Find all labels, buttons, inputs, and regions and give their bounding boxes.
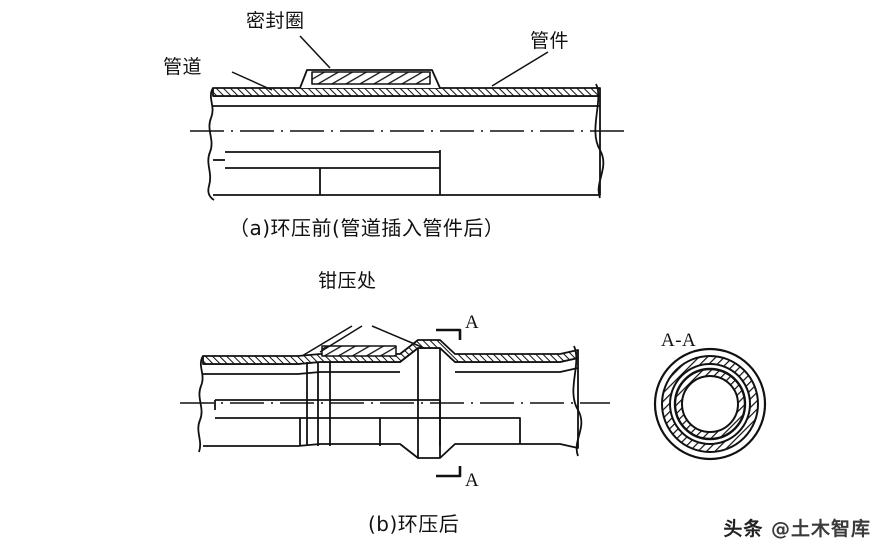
leader-seal-ring bbox=[299, 35, 331, 69]
leader-fitting bbox=[491, 51, 549, 87]
watermark-prefix: 头条 bbox=[723, 518, 764, 540]
section-view-aa bbox=[653, 347, 767, 461]
label-section-aa: A-A bbox=[661, 330, 697, 351]
label-seal-ring: 密封圈 bbox=[246, 10, 305, 32]
label-section-a-top: A bbox=[465, 312, 480, 333]
watermark: 头条 @土木智库 bbox=[723, 514, 871, 541]
caption-a: （a)环压前(管道插入管件后） bbox=[229, 216, 505, 240]
watermark-name: 土木智库 bbox=[790, 518, 871, 540]
watermark-at: @ bbox=[763, 518, 791, 540]
label-crimp-point: 钳压处 bbox=[318, 270, 377, 292]
leader-crimp-3 bbox=[371, 325, 425, 349]
label-section-a-bottom: A bbox=[465, 470, 480, 491]
label-fitting: 管件 bbox=[530, 30, 570, 52]
caption-b: (b)环压后 bbox=[368, 512, 460, 536]
leader-crimp-1 bbox=[301, 325, 353, 357]
label-pipe: 管道 bbox=[163, 56, 203, 78]
leader-crimp-2 bbox=[319, 325, 363, 353]
leader-pipe bbox=[231, 71, 273, 91]
figure-a-drawing bbox=[190, 35, 625, 201]
figure-b-drawing bbox=[180, 325, 767, 478]
